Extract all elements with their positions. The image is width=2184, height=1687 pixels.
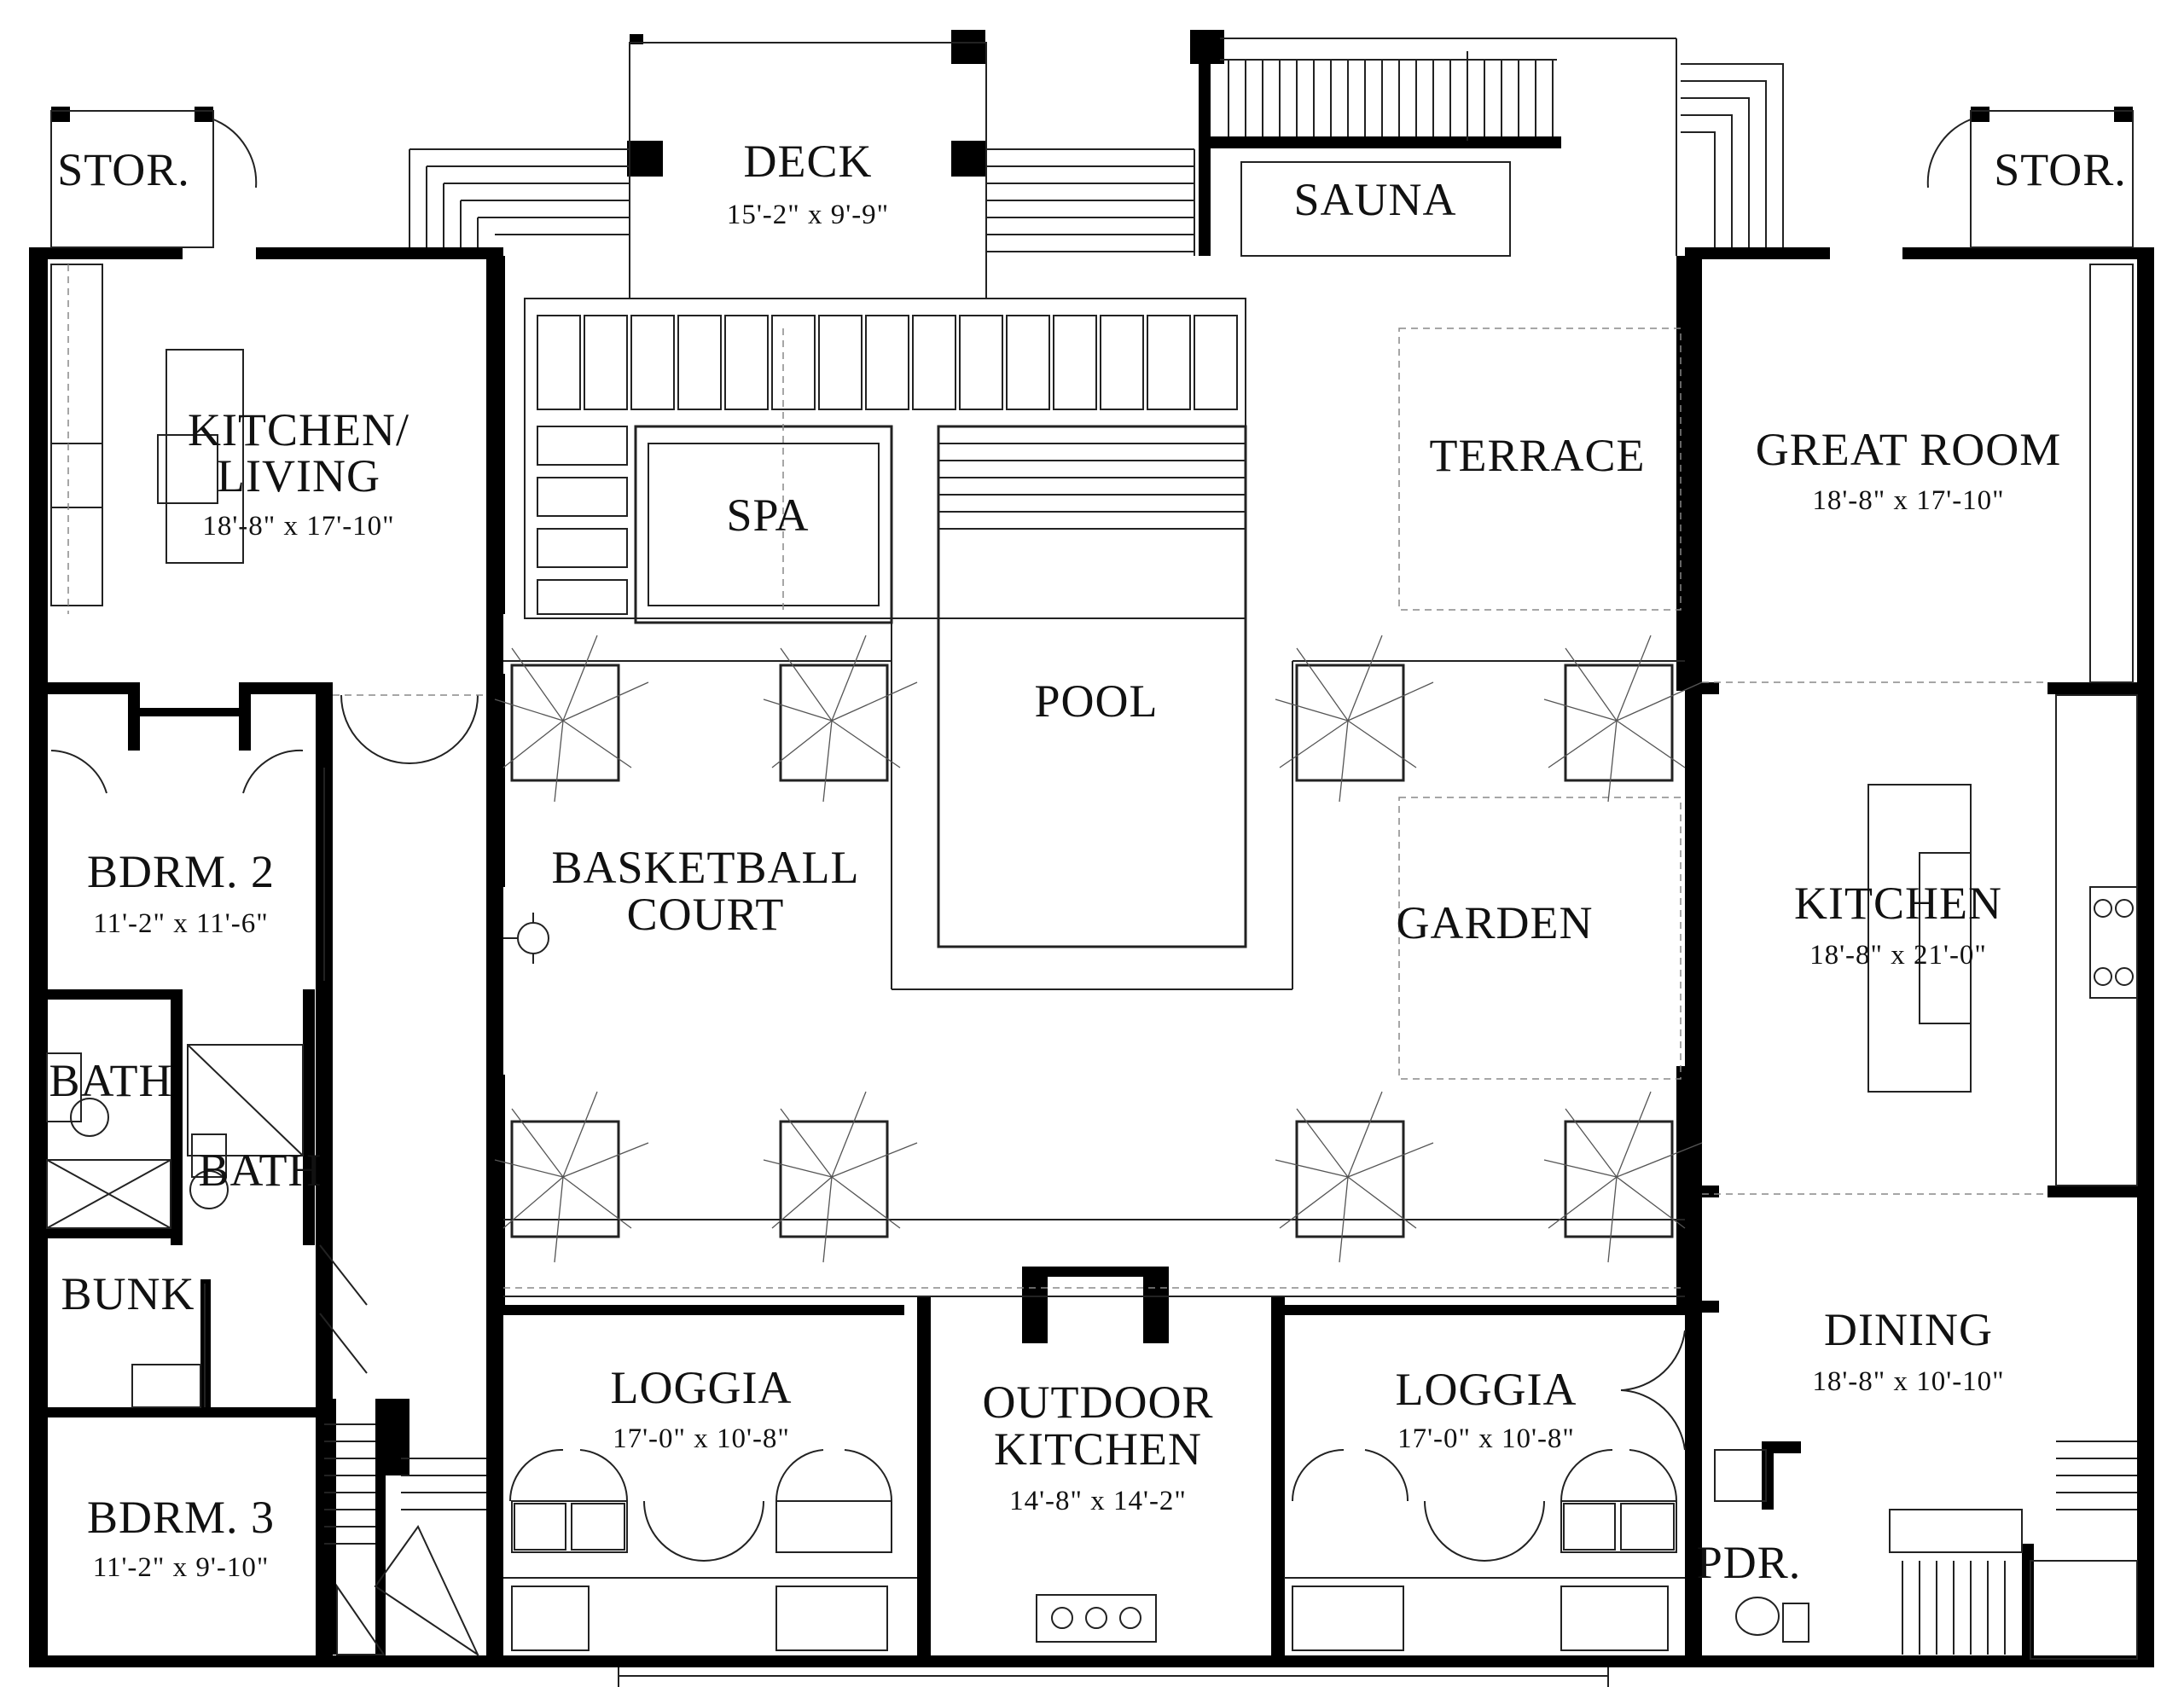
room-sauna: SAUNA — [1293, 174, 1456, 225]
room-loggia-right: LOGGIA 17'-0" x 10'-8" — [1396, 1364, 1577, 1454]
room-pdr: PDR. — [1697, 1537, 1802, 1588]
bdrm3-dims: 11'-2" x 9'-10" — [93, 1552, 270, 1583]
room-great-room: GREAT ROOM 18'-8" x 17'-10" — [1756, 424, 2062, 516]
bdrm3-name: BDRM. 3 — [87, 1492, 275, 1543]
pdr-name: PDR. — [1697, 1537, 1802, 1588]
loggia-right-dims: 17'-0" x 10'-8" — [1397, 1423, 1575, 1454]
deck-name: DECK — [744, 136, 873, 187]
room-bath-2: BATH — [198, 1145, 322, 1196]
exterior-walls — [29, 30, 2154, 1667]
room-bdrm3: BDRM. 3 11'-2" x 9'-10" — [87, 1492, 275, 1583]
plan-linework — [46, 38, 2138, 1687]
kitchen-living-dims: 18'-8" x 17'-10" — [202, 511, 394, 542]
room-bath-1: BATH — [49, 1055, 172, 1106]
room-loggia-left: LOGGIA 17'-0" x 10'-8" — [611, 1362, 793, 1454]
room-outdoor-kitchen: OUTDOOR KITCHEN 14'-8" x 14'-2" — [983, 1377, 1214, 1516]
deck-dims: 15'-2" x 9'-9" — [727, 200, 889, 230]
room-spa: SPA — [726, 490, 809, 541]
outdoor-kitchen-dims: 14'-8" x 14'-2" — [1009, 1486, 1187, 1516]
sauna-name: SAUNA — [1293, 174, 1456, 225]
bunk-name: BUNK — [61, 1268, 195, 1319]
room-stor-left: STOR. — [57, 144, 190, 195]
room-dining: DINING 18'-8" x 10'-10" — [1812, 1304, 2004, 1397]
room-bunk: BUNK — [61, 1268, 195, 1319]
pool-name: POOL — [1034, 675, 1158, 727]
bdrm2-dims: 11'-2" x 11'-6" — [93, 908, 268, 939]
room-labels: STOR. STOR. DECK 15'-2" x 9'-9" SAUNA KI… — [49, 136, 2127, 1588]
garden-name: GARDEN — [1397, 897, 1594, 948]
outdoor-kitchen-name-2: KITCHEN — [994, 1423, 1202, 1475]
room-terrace: TERRACE — [1429, 430, 1645, 481]
bdrm2-name: BDRM. 2 — [87, 846, 275, 897]
outdoor-kitchen-name-1: OUTDOOR — [983, 1377, 1214, 1428]
stor-right-name: STOR. — [1994, 144, 2127, 195]
room-kitchen: KITCHEN 18'-8" x 21'-0" — [1794, 878, 2002, 971]
room-stor-right: STOR. — [1994, 144, 2127, 195]
loggia-left-name: LOGGIA — [611, 1362, 793, 1413]
room-pool: POOL — [1034, 675, 1158, 727]
room-kitchen-living: KITCHEN/ LIVING 18'-8" x 17'-10" — [188, 404, 410, 542]
kitchen-living-name-2: LIVING — [217, 450, 380, 501]
room-garden: GARDEN — [1397, 897, 1594, 948]
kitchen-name: KITCHEN — [1794, 878, 2002, 929]
kitchen-dims: 18'-8" x 21'-0" — [1809, 940, 1987, 971]
loggia-left-dims: 17'-0" x 10'-8" — [613, 1423, 790, 1454]
stor-left-name: STOR. — [57, 144, 190, 195]
great-room-dims: 18'-8" x 17'-10" — [1812, 485, 2004, 516]
great-room-name: GREAT ROOM — [1756, 424, 2062, 475]
basketball-name-1: BASKETBALL — [552, 842, 860, 893]
bath-1-name: BATH — [49, 1055, 172, 1106]
loggia-right-name: LOGGIA — [1396, 1364, 1577, 1415]
basketball-name-2: COURT — [627, 889, 785, 940]
terrace-name: TERRACE — [1429, 430, 1645, 481]
room-bdrm2: BDRM. 2 11'-2" x 11'-6" — [87, 846, 275, 939]
dining-name: DINING — [1824, 1304, 1993, 1355]
kitchen-living-name-1: KITCHEN/ — [188, 404, 410, 455]
spa-name: SPA — [726, 490, 809, 541]
dining-dims: 18'-8" x 10'-10" — [1812, 1366, 2004, 1397]
room-deck: DECK 15'-2" x 9'-9" — [727, 136, 889, 230]
room-basketball-court: BASKETBALL COURT — [552, 842, 860, 940]
bath-2-name: BATH — [198, 1145, 322, 1196]
